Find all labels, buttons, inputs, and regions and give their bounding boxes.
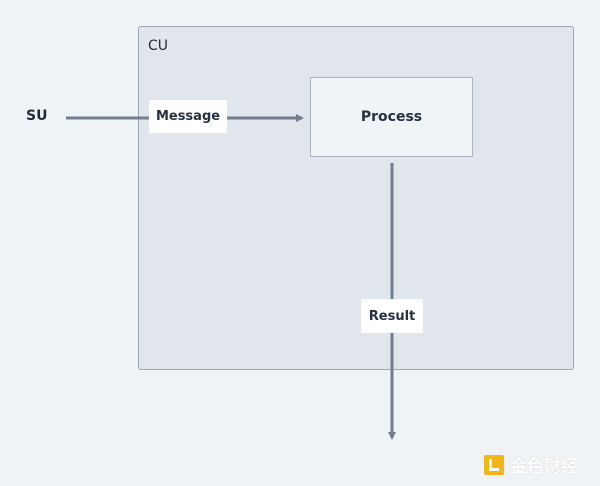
result-tag: Result [361,299,423,333]
result-label: Result [368,308,416,324]
watermark: 金色财经 [484,452,578,477]
message-label: Message [155,109,221,124]
process-label: Process [360,109,423,125]
jinse-logo-icon [484,454,504,475]
su-label: SU [26,108,48,124]
message-tag: Message [149,100,227,133]
process-box: Process [310,77,473,157]
watermark-text: 金色财经 [510,457,578,477]
cu-label: CU [148,38,169,54]
